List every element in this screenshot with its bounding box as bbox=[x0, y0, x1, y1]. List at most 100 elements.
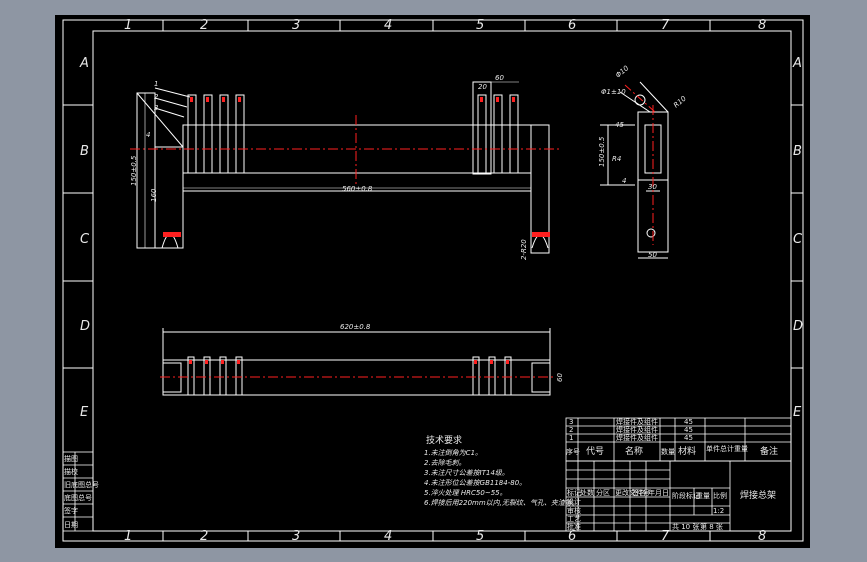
zone-col-2: 2 bbox=[200, 18, 208, 33]
dim-side-45: 45 bbox=[615, 121, 624, 129]
dim-side-height: 150±0.5 bbox=[598, 136, 606, 167]
sheet-background bbox=[55, 15, 810, 548]
bom-row-2-no: 2 bbox=[569, 426, 573, 434]
tb-label-sign: 签名 bbox=[632, 488, 646, 497]
zone-col-5-bottom: 5 bbox=[476, 529, 484, 544]
dim-front-left-height: 150±0.5 bbox=[130, 155, 138, 186]
tb-label-count: 处数 bbox=[580, 488, 594, 497]
tb-ratio: 比例 bbox=[713, 491, 727, 500]
zone-col-8: 8 bbox=[758, 18, 766, 33]
note-line-6: 6.焊接后用220mm以内,无裂纹、气孔、夹渣等。 bbox=[424, 499, 579, 507]
strip-old-no: 旧底图总号 bbox=[64, 480, 99, 489]
zone-row-a: A bbox=[79, 56, 89, 71]
front-view bbox=[136, 81, 550, 254]
dim-front-top-tiny: 20 bbox=[478, 83, 487, 91]
title-block bbox=[565, 460, 792, 532]
bom-header-name: 名称 bbox=[625, 445, 643, 457]
zone-col-5: 5 bbox=[476, 18, 484, 33]
zone-col-4-bottom: 4 bbox=[384, 529, 392, 544]
tb-label-date: 年月日 bbox=[648, 488, 669, 497]
tb-sheet-no: 第 8 张 bbox=[700, 522, 723, 531]
tb-label-zone: 分区 bbox=[596, 488, 610, 497]
tb-approve: 批准 bbox=[567, 522, 581, 531]
dim-front-top-small: 60 bbox=[495, 74, 504, 82]
note-line-3: 3.未注尺寸公差按IT14级。 bbox=[424, 469, 509, 477]
tb-design: 设计 bbox=[567, 497, 581, 506]
bom-row-3-name: 焊接件及组件 bbox=[616, 433, 658, 442]
balloon-4: 4 bbox=[146, 131, 150, 139]
zone-col-1-bottom: 1 bbox=[124, 529, 132, 544]
zone-row-d: D bbox=[80, 319, 90, 334]
zone-col-6: 6 bbox=[568, 18, 576, 33]
zone-col-6-bottom: 6 bbox=[568, 529, 576, 544]
zone-row-d-right: D bbox=[793, 319, 803, 334]
bom-header-no: 序号 bbox=[566, 447, 580, 456]
bom-row-3-material: 45 bbox=[684, 434, 693, 442]
tb-label-mark: 标记 bbox=[567, 488, 581, 497]
zone-col-3-bottom: 3 bbox=[292, 529, 300, 544]
tb-review: 审核 bbox=[567, 506, 581, 515]
strip-sign: 签字 bbox=[64, 506, 78, 515]
bom-row-1-name: 焊接件及组件 bbox=[616, 417, 658, 426]
strip-date: 日期 bbox=[64, 521, 78, 529]
zone-col-8-bottom: 8 bbox=[758, 529, 766, 544]
side-view-details bbox=[624, 84, 656, 245]
dim-plan-right: 60 bbox=[556, 373, 564, 382]
plan-markers bbox=[189, 360, 509, 364]
dim-side-r4: R4 bbox=[612, 155, 621, 163]
zone-col-4: 4 bbox=[384, 18, 392, 33]
bom-header-qty: 数量 bbox=[661, 447, 675, 456]
zone-col-7-bottom: 7 bbox=[661, 529, 670, 544]
drawing-title: 焊接总架 bbox=[740, 489, 776, 501]
balloon-1: 1 bbox=[154, 80, 158, 88]
zone-row-b: B bbox=[80, 144, 89, 159]
tb-process: 工艺 bbox=[567, 515, 581, 523]
dim-side-30: 30 bbox=[648, 183, 657, 191]
tb-sheet-total: 共 10 张 bbox=[672, 522, 699, 531]
bom-header-code: 代号 bbox=[586, 446, 604, 457]
front-dim-lines bbox=[144, 81, 531, 248]
strip-base-no: 底图总号 bbox=[64, 493, 92, 502]
zone-col-3: 3 bbox=[292, 18, 300, 33]
front-view-details bbox=[130, 97, 560, 237]
dim-plan-width: 620±0.8 bbox=[340, 323, 371, 331]
tb-weight: 重量 bbox=[696, 492, 710, 500]
zone-row-b-right: B bbox=[793, 144, 802, 159]
tb-label-change: 更改文件号 bbox=[615, 488, 650, 497]
zone-col-1: 1 bbox=[124, 18, 132, 33]
zone-row-a-right: A bbox=[792, 56, 802, 71]
strip-trace: 描图 bbox=[64, 454, 78, 463]
bom-header-material: 材料 bbox=[678, 445, 696, 457]
strip-trace-check: 描校 bbox=[64, 467, 78, 476]
note-line-2: 2.去除毛刺。 bbox=[424, 459, 466, 467]
dim-side-top-small: Φ1±10 bbox=[601, 88, 626, 96]
balloon-2: 2 bbox=[154, 93, 159, 101]
notes-heading: 技术要求 bbox=[426, 434, 462, 446]
note-line-5: 5.淬火处理 HRC50~55。 bbox=[424, 489, 507, 497]
bom-row-2-material: 45 bbox=[684, 426, 693, 434]
zone-col-7: 7 bbox=[661, 18, 670, 33]
dim-front-width: 560±0.8 bbox=[342, 185, 373, 193]
technical-notes: 技术要求 1.未注倒角为C1。 2.去除毛刺。 3.未注尺寸公差按IT14级。 … bbox=[424, 434, 579, 507]
bom-row-1-material: 45 bbox=[684, 418, 693, 426]
tb-stage: 阶段标记 bbox=[672, 491, 700, 500]
zone-row-e: E bbox=[80, 405, 89, 420]
left-strip bbox=[62, 451, 94, 532]
bom-row-3-no: 1 bbox=[569, 434, 573, 442]
bom-row-1-no: 3 bbox=[569, 418, 573, 426]
dim-side-4: 4 bbox=[622, 177, 626, 185]
dim-side-50: 50 bbox=[648, 251, 657, 259]
dim-front-left-lower: 160 bbox=[150, 188, 158, 202]
bom-header-remark: 备注 bbox=[760, 445, 778, 457]
bom-header-weight: 单件总计重量 bbox=[706, 444, 748, 453]
balloon-3: 3 bbox=[154, 104, 158, 112]
bom-row-2-name: 焊接件及组件 bbox=[616, 425, 658, 434]
note-line-1: 1.未注倒角为C1。 bbox=[424, 449, 482, 457]
tb-scale: 1:2 bbox=[713, 507, 724, 515]
zone-row-e-right: E bbox=[793, 405, 802, 420]
zone-col-2-bottom: 2 bbox=[200, 529, 208, 544]
dim-front-right-lower: 2-R20 bbox=[520, 239, 528, 260]
zone-row-c: C bbox=[80, 232, 90, 247]
zone-row-c-right: C bbox=[793, 232, 803, 247]
